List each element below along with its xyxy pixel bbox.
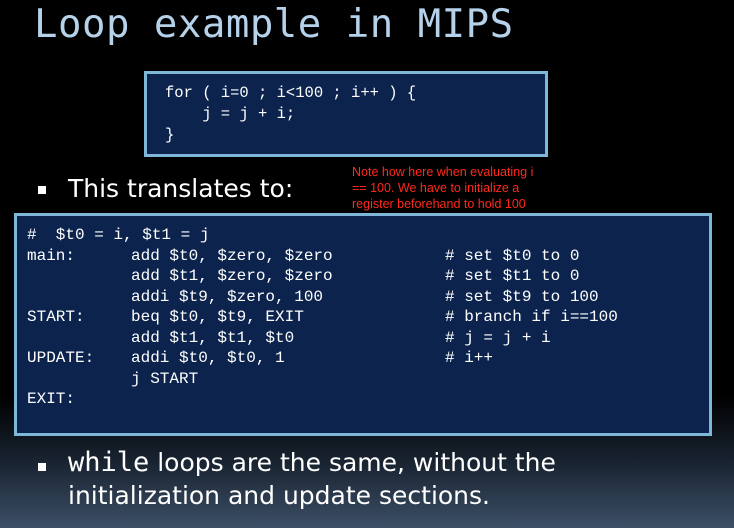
- mips-code: # $t0 = i, $t1 = j main: add $t0, $zero, …: [27, 225, 709, 410]
- code-row: START: beq $t0, $t9, EXIT # branch if i==1…: [27, 307, 709, 328]
- code-label: UPDATE:: [27, 349, 95, 367]
- code-label: START:: [27, 308, 85, 326]
- code-comment: # set $t9 to 100: [445, 287, 599, 306]
- code-row: # $t0 = i, $t1 = j: [27, 225, 709, 246]
- code-row: j START: [27, 369, 709, 390]
- note-line: == 100. We have to initialize a: [352, 181, 520, 195]
- code-row: main: add $t0, $zero, $zero # set $t0 to 0: [27, 246, 709, 267]
- bullet-square-icon: [38, 186, 46, 194]
- code-comment: # j = j + i: [445, 328, 551, 347]
- code-comment: # set $t1 to 0: [445, 267, 580, 285]
- for-loop-code-box: for ( i=0 ; i<100 ; i++ ) { j = j + i; }: [144, 71, 548, 157]
- code-label: main:: [27, 246, 76, 265]
- bullet-while-loops: while loops are the same, without the in…: [68, 446, 688, 512]
- bullet-translates: This translates to:: [68, 174, 294, 203]
- code-row: addi $t9, $zero, 100 # set $t9 to 100: [27, 287, 709, 308]
- code-line: j = j + i;: [165, 105, 296, 123]
- code-instruction: add $t0, $zero, $zero: [131, 246, 333, 265]
- code-row: UPDATE: addi $t0, $t0, 1 # i++: [27, 348, 709, 369]
- code-instruction: addi $t0, $t0, 1: [131, 349, 285, 367]
- slide-title: Loop example in MIPS: [34, 2, 514, 47]
- bullet-square-icon: [38, 463, 46, 471]
- code-comment: # branch if i==100: [445, 308, 618, 326]
- note-line: register beforehand to hold 100: [352, 197, 526, 211]
- code-label: EXIT:: [27, 390, 76, 408]
- code-comment: # set $t0 to 0: [445, 246, 580, 265]
- code-row: EXIT:: [27, 389, 709, 410]
- note-line: Note how here when evaluating i: [352, 165, 534, 179]
- mips-code-box: # $t0 = i, $t1 = j main: add $t0, $zero, …: [14, 213, 712, 436]
- code-instruction: add $t1, $t1, $t0: [131, 328, 295, 347]
- while-keyword: while: [68, 447, 150, 478]
- code-instruction: addi $t9, $zero, 100: [131, 287, 324, 306]
- code-line: for ( i=0 ; i<100 ; i++ ) {: [165, 84, 417, 102]
- for-loop-code: for ( i=0 ; i<100 ; i++ ) { j = j + i; }: [165, 83, 545, 146]
- code-instruction: add $t1, $zero, $zero: [131, 267, 333, 285]
- code-instruction: j START: [131, 369, 199, 388]
- annotation-note: Note how here when evaluating i == 100. …: [352, 164, 574, 212]
- code-line: }: [165, 126, 175, 144]
- code-comment: # i++: [445, 349, 494, 367]
- code-label: # $t0 = i, $t1 = j: [27, 226, 210, 244]
- code-row: add $t1, $t1, $t0 # j = j + i: [27, 328, 709, 349]
- code-row: add $t1, $zero, $zero # set $t1 to 0: [27, 266, 709, 287]
- bullet-text: loops are the same, without the initiali…: [68, 448, 556, 510]
- code-instruction: beq $t0, $t9, EXIT: [131, 308, 304, 326]
